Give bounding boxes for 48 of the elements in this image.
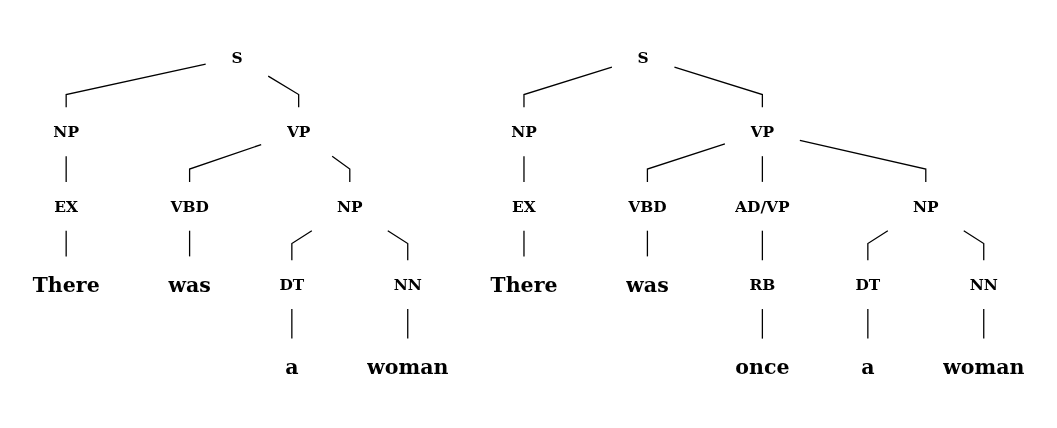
node-text: VBD xyxy=(170,197,209,216)
connector xyxy=(799,139,927,183)
connector xyxy=(646,230,649,258)
connector xyxy=(523,230,525,258)
connector xyxy=(291,308,293,340)
node-text: a xyxy=(861,354,875,379)
node-text: woman xyxy=(367,354,449,379)
connector xyxy=(761,308,763,340)
node-text: S xyxy=(637,48,649,67)
node-text: NP xyxy=(912,197,939,216)
connector xyxy=(867,308,869,340)
node-text: NN xyxy=(393,275,422,294)
node-text: DT xyxy=(279,275,305,294)
connector xyxy=(65,155,67,183)
node-text: NN xyxy=(969,275,998,294)
node-text: S xyxy=(231,48,243,67)
node-text: NP xyxy=(53,122,80,141)
connector xyxy=(188,230,191,258)
node-text: NP xyxy=(511,122,537,141)
connector xyxy=(65,230,67,258)
node-text: once xyxy=(735,354,790,379)
node-text: a xyxy=(285,354,299,379)
connector xyxy=(673,66,763,108)
connector xyxy=(761,230,763,261)
node-text: was xyxy=(626,271,669,297)
connector xyxy=(983,308,985,340)
connector xyxy=(331,155,351,183)
node-text: was xyxy=(168,271,211,297)
connector xyxy=(761,155,763,183)
node-text: RB xyxy=(749,275,776,294)
node-text: AD/VP xyxy=(735,197,790,216)
connector xyxy=(407,308,409,340)
node-text: EX xyxy=(512,197,536,216)
connector xyxy=(65,63,207,108)
connector xyxy=(523,155,525,183)
connector xyxy=(267,75,300,108)
node-text: DT xyxy=(855,275,881,294)
node-text: There xyxy=(32,271,100,297)
node-text: There xyxy=(490,271,558,297)
node-text: EX xyxy=(54,197,79,216)
node-text: VP xyxy=(286,122,311,141)
node-text: woman xyxy=(943,354,1025,379)
node-text: VBD xyxy=(628,197,667,216)
connector xyxy=(646,143,726,183)
connector xyxy=(523,66,613,108)
connector xyxy=(188,143,262,183)
node-text: VP xyxy=(750,122,775,141)
node-text: NP xyxy=(336,197,363,216)
